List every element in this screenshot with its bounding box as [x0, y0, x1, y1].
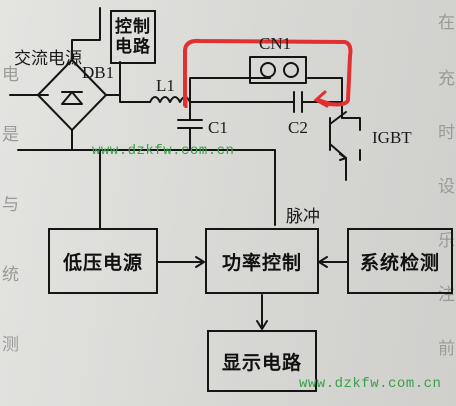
ac-source-label: 交流电源 — [14, 49, 82, 69]
rectifier-diode-icon — [61, 91, 83, 105]
dc-rail-bottom — [71, 149, 276, 201]
pulse-label: 脉冲 — [286, 207, 320, 227]
background-char: 在 — [438, 13, 455, 33]
capacitor-c2-label: C2 — [288, 118, 308, 137]
igbt-label: IGBT — [372, 128, 412, 147]
highlight-marker — [183, 38, 353, 107]
background-char: 是 — [2, 125, 19, 145]
background-char: 电 — [2, 65, 19, 85]
watermark-bottom: www.dzkfw.com.cn — [299, 376, 442, 392]
system-detect-block: 系统检测 — [347, 228, 453, 294]
display-circuit-block: 显示电路 — [207, 330, 317, 392]
background-char: 测 — [2, 335, 19, 355]
background-char: 与 — [2, 195, 19, 215]
low-voltage-supply-block: 低压电源 — [48, 228, 158, 294]
background-char: 注 — [438, 285, 455, 305]
background-char: 时 — [438, 123, 455, 143]
background-char: 充 — [438, 69, 455, 89]
capacitor-c1-label: C1 — [208, 118, 228, 137]
igbt-symbol — [329, 99, 347, 181]
connector-label: CN1 — [259, 34, 292, 53]
inductor-label: L1 — [156, 76, 175, 95]
capacitor-c2 — [189, 91, 343, 113]
watermark-top: www.dzkfw.com.cn — [92, 143, 235, 159]
background-char: 前 — [438, 339, 455, 359]
rectifier-label: DB1 — [82, 63, 115, 82]
capacitor-c1-wire — [177, 109, 203, 151]
background-char: 统 — [2, 265, 19, 285]
power-control-block: 功率控制 — [205, 228, 319, 294]
control-circuit-block: 控制 电路 — [110, 10, 156, 64]
background-char: 设 — [438, 177, 455, 197]
background-char: 乐 — [438, 231, 455, 251]
resonant-loop — [189, 77, 343, 103]
connector-cn1 — [249, 56, 307, 84]
inductor-l1 — [149, 96, 191, 103]
dc-rail-top — [105, 94, 151, 103]
